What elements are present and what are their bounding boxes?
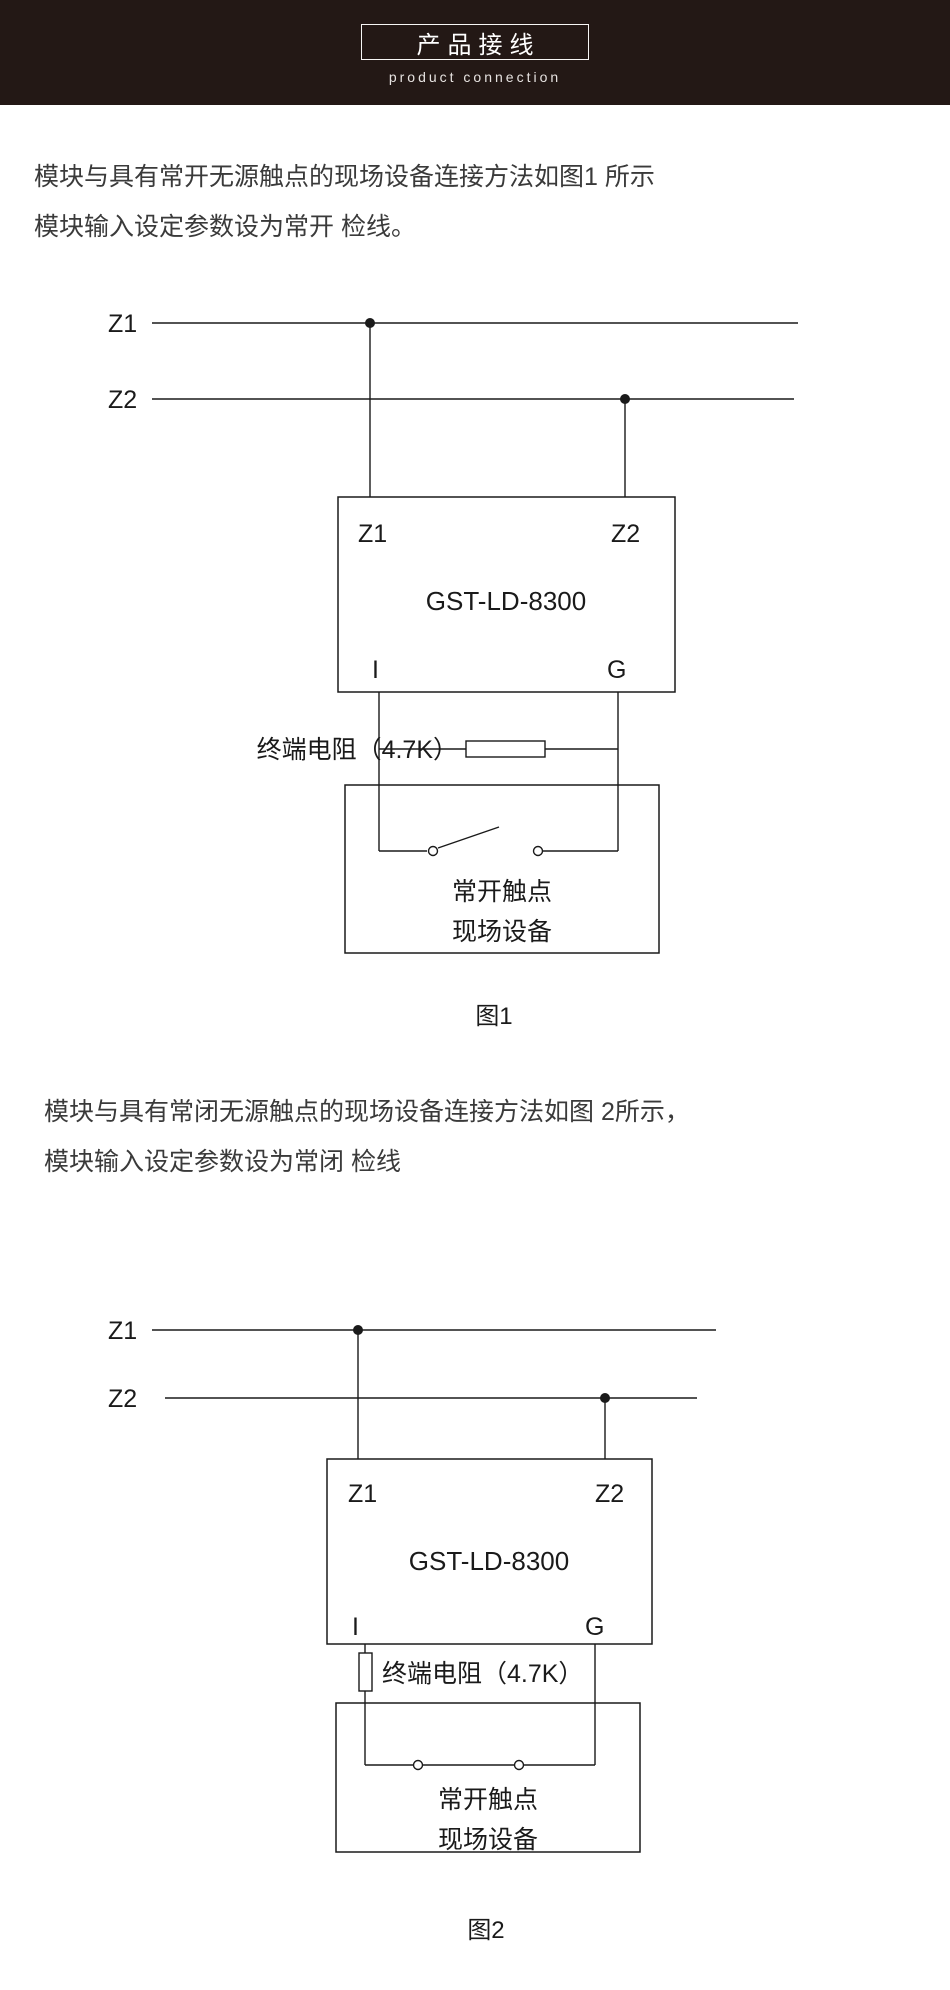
fig2-device-label-line1: 常开触点 xyxy=(438,1786,538,1814)
fig1-bus-z1-label: Z1 xyxy=(108,310,137,338)
fig1-module-terminal-i: I xyxy=(372,656,379,684)
fig1-switch-terminal-left xyxy=(427,845,439,857)
figure2-diagram: Z1 Z2 Z1 Z2 GST-LD-8300 I G 终端电阻（4.7K） 常… xyxy=(108,1317,716,1944)
fig2-module-name: GST-LD-8300 xyxy=(409,1546,569,1576)
figure1-diagram: Z1 Z2 Z1 Z2 GST-LD-8300 I G 终端电阻（4.7K） 常… xyxy=(108,310,798,1030)
fig1-resistor-label: 终端电阻（4.7K） xyxy=(257,736,458,764)
fig2-module-terminal-z2: Z2 xyxy=(595,1480,624,1508)
fig1-bus-z2-label: Z2 xyxy=(108,386,137,414)
fig2-bus-z2-label: Z2 xyxy=(108,1385,137,1413)
intro-figure2: 模块与具有常闭无源触点的现场设备连接方法如图 2所示， 模块输入设定参数设为常闭… xyxy=(44,1087,690,1187)
fig2-device-box xyxy=(335,1702,641,1853)
fig2-resistor-body xyxy=(358,1652,373,1692)
intro-figure1: 模块与具有常开无源触点的现场设备连接方法如图1 所示 模块输入设定参数设为常开 … xyxy=(34,152,655,252)
fig1-switch-blade xyxy=(437,826,500,849)
page-header: 产品接线 product connection xyxy=(0,0,950,105)
section-subtitle: product connection xyxy=(388,69,562,85)
intro1-line1: 模块与具有常开无源触点的现场设备连接方法如图1 所示 xyxy=(34,163,655,191)
section-title-box: 产品接线 xyxy=(361,24,589,60)
fig2-device-label-line2: 现场设备 xyxy=(438,1826,538,1854)
fig1-module-box xyxy=(337,496,676,693)
fig2-caption: 图2 xyxy=(467,1917,504,1944)
fig1-resistor-body xyxy=(465,740,546,758)
fig2-contact-terminal-right xyxy=(513,1759,525,1771)
intro2-line2: 模块输入设定参数设为常闭 检线 xyxy=(44,1148,401,1176)
fig2-contact-terminal-left xyxy=(412,1759,424,1771)
fig2-bus-z1-label: Z1 xyxy=(108,1317,137,1345)
fig2-module-box xyxy=(326,1458,653,1645)
fig1-module-name: GST-LD-8300 xyxy=(426,586,586,616)
fig1-module-terminal-z2: Z2 xyxy=(611,520,640,548)
fig1-caption: 图1 xyxy=(475,1003,512,1030)
fig2-resistor-label: 终端电阻（4.7K） xyxy=(382,1660,583,1688)
fig1-switch-terminal-right xyxy=(532,845,544,857)
fig2-module-terminal-z1: Z1 xyxy=(348,1480,377,1508)
intro1-line2: 模块输入设定参数设为常开 检线。 xyxy=(34,213,416,241)
fig1-module-terminal-g: G xyxy=(607,656,626,684)
fig2-module-terminal-g: G xyxy=(585,1613,604,1641)
intro2-line1: 模块与具有常闭无源触点的现场设备连接方法如图 2所示， xyxy=(44,1098,690,1126)
section-title: 产品接线 xyxy=(416,31,541,59)
fig1-device-box xyxy=(344,784,660,954)
fig1-device-label-line2: 现场设备 xyxy=(452,918,552,946)
fig1-module-terminal-z1: Z1 xyxy=(358,520,387,548)
fig2-module-terminal-i: I xyxy=(352,1613,359,1641)
fig1-device-label-line1: 常开触点 xyxy=(452,878,552,906)
